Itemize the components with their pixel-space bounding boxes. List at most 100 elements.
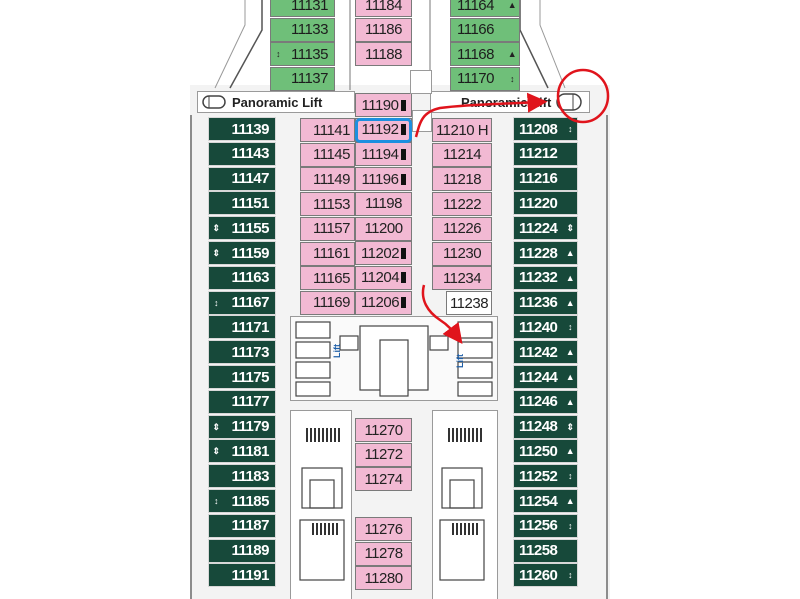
cabin-11260[interactable]: 11260↕ — [513, 563, 578, 588]
bed-arrangement-icon: ⇕ — [566, 421, 574, 432]
cabin-11168[interactable]: 11168▲ — [450, 42, 520, 66]
cabin-11169[interactable]: 11169 — [300, 290, 355, 315]
cabin-11184[interactable]: 11184 — [355, 0, 412, 17]
cabin-11236[interactable]: 11236▲ — [513, 290, 578, 315]
cabin-11141[interactable]: 11141 — [300, 118, 355, 142]
cabin-11183[interactable]: 11183 — [208, 464, 276, 489]
bed-arrangement-icon: ↕ — [510, 73, 515, 84]
cabin-11258[interactable]: 11258 — [513, 538, 578, 563]
cabin-11196[interactable]: 11196 — [355, 167, 412, 192]
bed-arrangement-icon: ⇕ — [212, 421, 220, 432]
bed-arrangement-icon: ↕ — [568, 570, 573, 581]
cabin-11220[interactable]: 11220 — [513, 191, 578, 216]
cabin-11186[interactable]: 11186 — [355, 17, 412, 42]
cabin-11149[interactable]: 11149 — [300, 167, 355, 192]
cabin-11252[interactable]: 11252↕ — [513, 464, 578, 489]
cabin-11151[interactable]: 11151 — [208, 191, 276, 216]
cabin-11230[interactable]: 11230 — [432, 241, 492, 266]
cabin-number: 11135 — [291, 45, 329, 63]
cabin-11192[interactable]: 11192 — [355, 117, 412, 142]
cabin-11202[interactable]: 11202 — [355, 241, 412, 266]
cabin-11248[interactable]: 11248⇕ — [513, 414, 578, 439]
cabin-11165[interactable]: 11165 — [300, 266, 355, 291]
cabin-11170[interactable]: 11170↕ — [450, 66, 520, 91]
cabin-11244[interactable]: 11244▲ — [513, 365, 578, 389]
cabin-number: 11246 — [519, 393, 558, 411]
cabin-11139[interactable]: 11139 — [208, 117, 276, 141]
cabin-11276[interactable]: 11276 — [355, 517, 412, 541]
cabin-11173[interactable]: 11173 — [208, 340, 276, 365]
cabin-11234[interactable]: 11234 — [432, 266, 492, 291]
cabin-11208[interactable]: 11208↕ — [513, 117, 578, 141]
connecting-door-icon — [400, 124, 406, 136]
cabin-11167[interactable]: 11167↕ — [208, 290, 276, 315]
cabin-number: 11206 — [360, 294, 400, 312]
cabin-11166[interactable]: 11166 — [450, 17, 520, 42]
cabin-11164[interactable]: 11164▲ — [450, 0, 520, 17]
cabin-11232[interactable]: 11232▲ — [513, 265, 578, 290]
cabin-11212[interactable]: 11212 — [513, 141, 578, 166]
cabin-11145[interactable]: 11145 — [300, 142, 355, 167]
cabin-11190[interactable]: 11190 — [355, 93, 412, 117]
cabin-11254[interactable]: 11254▲ — [513, 489, 578, 513]
cabin-11143[interactable]: 11143 — [208, 141, 276, 166]
cabin-11147[interactable]: 11147 — [208, 166, 276, 191]
cabin-number: 11220 — [519, 194, 558, 212]
cabin-11179[interactable]: 11179⇕ — [208, 414, 276, 439]
cabin-11222[interactable]: 11222 — [432, 192, 492, 217]
cabin-11181[interactable]: 11181⇕ — [208, 439, 276, 464]
cabin-11278[interactable]: 11278 — [355, 541, 412, 566]
cabin-11226[interactable]: 11226 — [432, 216, 492, 241]
cabin-11135[interactable]: 11135↕ — [270, 42, 335, 66]
cabin-11188[interactable]: 11188 — [355, 42, 412, 66]
cabin-11163[interactable]: 11163 — [208, 265, 276, 290]
cabin-11131[interactable]: 11131 — [270, 0, 335, 17]
cabin-11133[interactable]: 11133 — [270, 17, 335, 42]
cabin-11206[interactable]: 11206 — [355, 290, 412, 315]
cabin-11216[interactable]: 11216 — [513, 166, 578, 191]
cabin-11210-h[interactable]: 11210 H — [432, 118, 492, 142]
cabin-number: 11175 — [231, 368, 269, 386]
bed-arrangement-icon: ↕ — [568, 520, 573, 531]
cabin-11153[interactable]: 11153 — [300, 192, 355, 217]
cabin-11256[interactable]: 11256↕ — [513, 513, 578, 538]
cabin-11175[interactable]: 11175 — [208, 365, 276, 389]
cabin-11270[interactable]: 11270 — [355, 418, 412, 442]
cabin-11159[interactable]: 11159⇕ — [208, 241, 276, 265]
cabin-11250[interactable]: 11250▲ — [513, 439, 578, 464]
cabin-11191[interactable]: 11191 — [208, 563, 276, 588]
cabin-11185[interactable]: 11185↕ — [208, 489, 276, 513]
cabin-11242[interactable]: 11242▲ — [513, 340, 578, 365]
cabin-number: 11153 — [313, 195, 351, 213]
cabin-number: 11168 — [457, 45, 495, 63]
cabin-11228[interactable]: 11228▲ — [513, 241, 578, 265]
bed-arrangement-icon: ↕ — [214, 297, 219, 308]
cabin-11189[interactable]: 11189 — [208, 538, 276, 563]
cabin-11246[interactable]: 11246▲ — [513, 389, 578, 414]
cabin-11224[interactable]: 11224⇕ — [513, 216, 578, 241]
cabin-11187[interactable]: 11187 — [208, 513, 276, 538]
cabin-11204[interactable]: 11204 — [355, 265, 412, 290]
cabin-11171[interactable]: 11171 — [208, 315, 276, 340]
cabin-number: 11216 — [519, 170, 558, 188]
cabin-number: 11202 — [360, 244, 400, 262]
cabin-11177[interactable]: 11177 — [208, 389, 276, 414]
cabin-11137[interactable]: 11137 — [270, 66, 335, 91]
cabin-11161[interactable]: 11161 — [300, 241, 355, 266]
cabin-11200[interactable]: 11200 — [355, 216, 412, 241]
cabin-11214[interactable]: 11214 — [432, 142, 492, 167]
cabin-11280[interactable]: 11280 — [355, 566, 412, 591]
staircase-icon — [312, 523, 338, 535]
cabin-11218[interactable]: 11218 — [432, 167, 492, 192]
bed-arrangement-icon: ⇕ — [212, 223, 220, 234]
accessible-icon: ▲ — [565, 347, 575, 358]
cabin-11274[interactable]: 11274 — [355, 467, 412, 492]
cabin-11238[interactable]: 11238 — [446, 291, 492, 315]
cabin-11157[interactable]: 11157 — [300, 216, 355, 241]
cabin-number: 11164 — [457, 0, 495, 14]
cabin-11272[interactable]: 11272 — [355, 442, 412, 467]
cabin-11240[interactable]: 11240↕ — [513, 315, 578, 340]
cabin-11155[interactable]: 11155⇕ — [208, 216, 276, 241]
cabin-11198[interactable]: 11198 — [355, 191, 412, 216]
